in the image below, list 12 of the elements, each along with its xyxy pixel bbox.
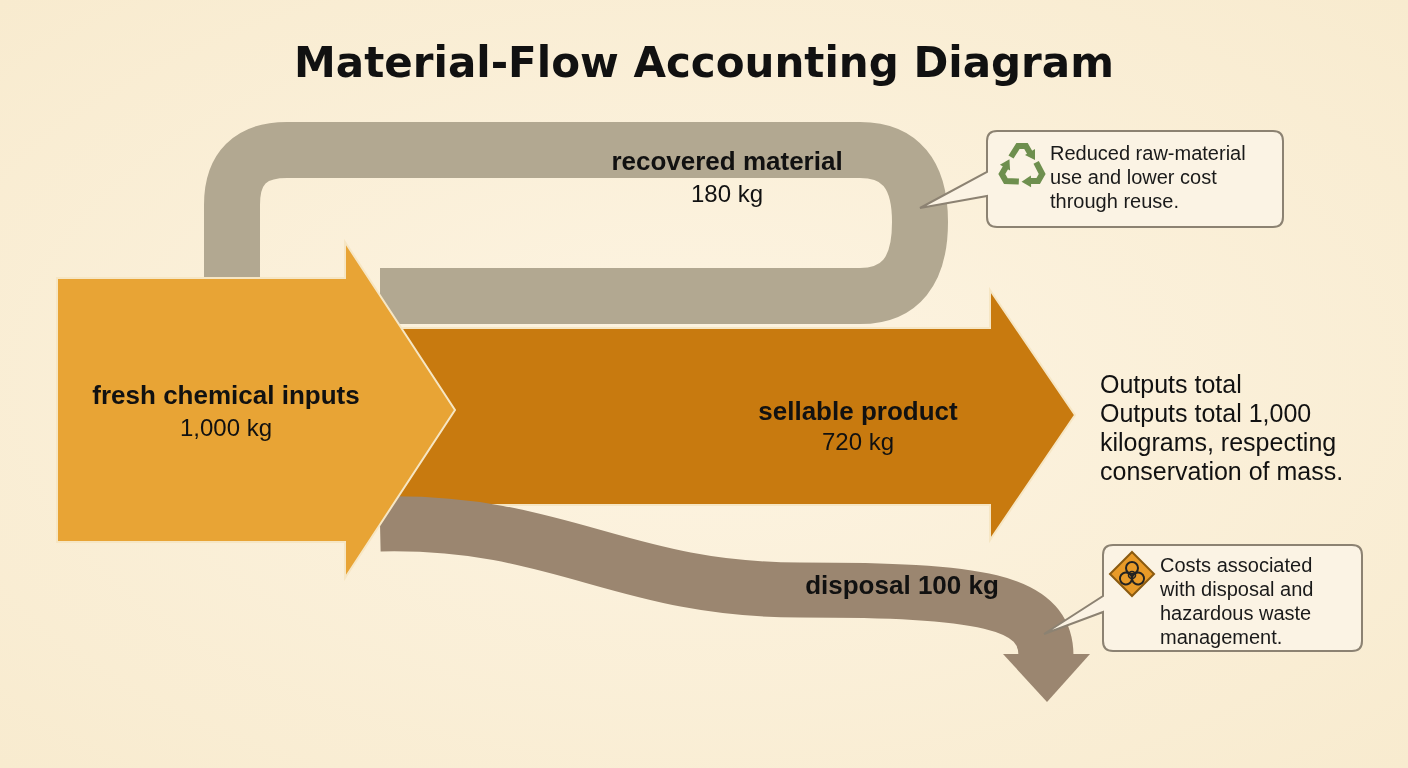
flow-label: fresh chemical inputs [91, 380, 361, 411]
note-heading: Outputs total [1100, 370, 1243, 399]
diagram-title: Material-Flow Accounting Diagram [293, 38, 1115, 87]
flow-amount: 180 kg [689, 180, 765, 208]
flow-amount: 720 kg [820, 428, 896, 456]
flow-amount: 1,000 kg [178, 414, 274, 442]
callout-text: Costs associated with disposal and hazardous waste management. [1160, 553, 1315, 649]
callout-text: Reduced raw-material use and lower cost through reuse. [1050, 141, 1247, 213]
flow-label: recovered material [610, 146, 844, 177]
note-text: Outputs total 1,000 kilograms, respecting conservation of mass. [1100, 399, 1345, 486]
flow-label: sellable product [757, 396, 959, 427]
flow-label: disposal 100 kg [804, 570, 1000, 601]
